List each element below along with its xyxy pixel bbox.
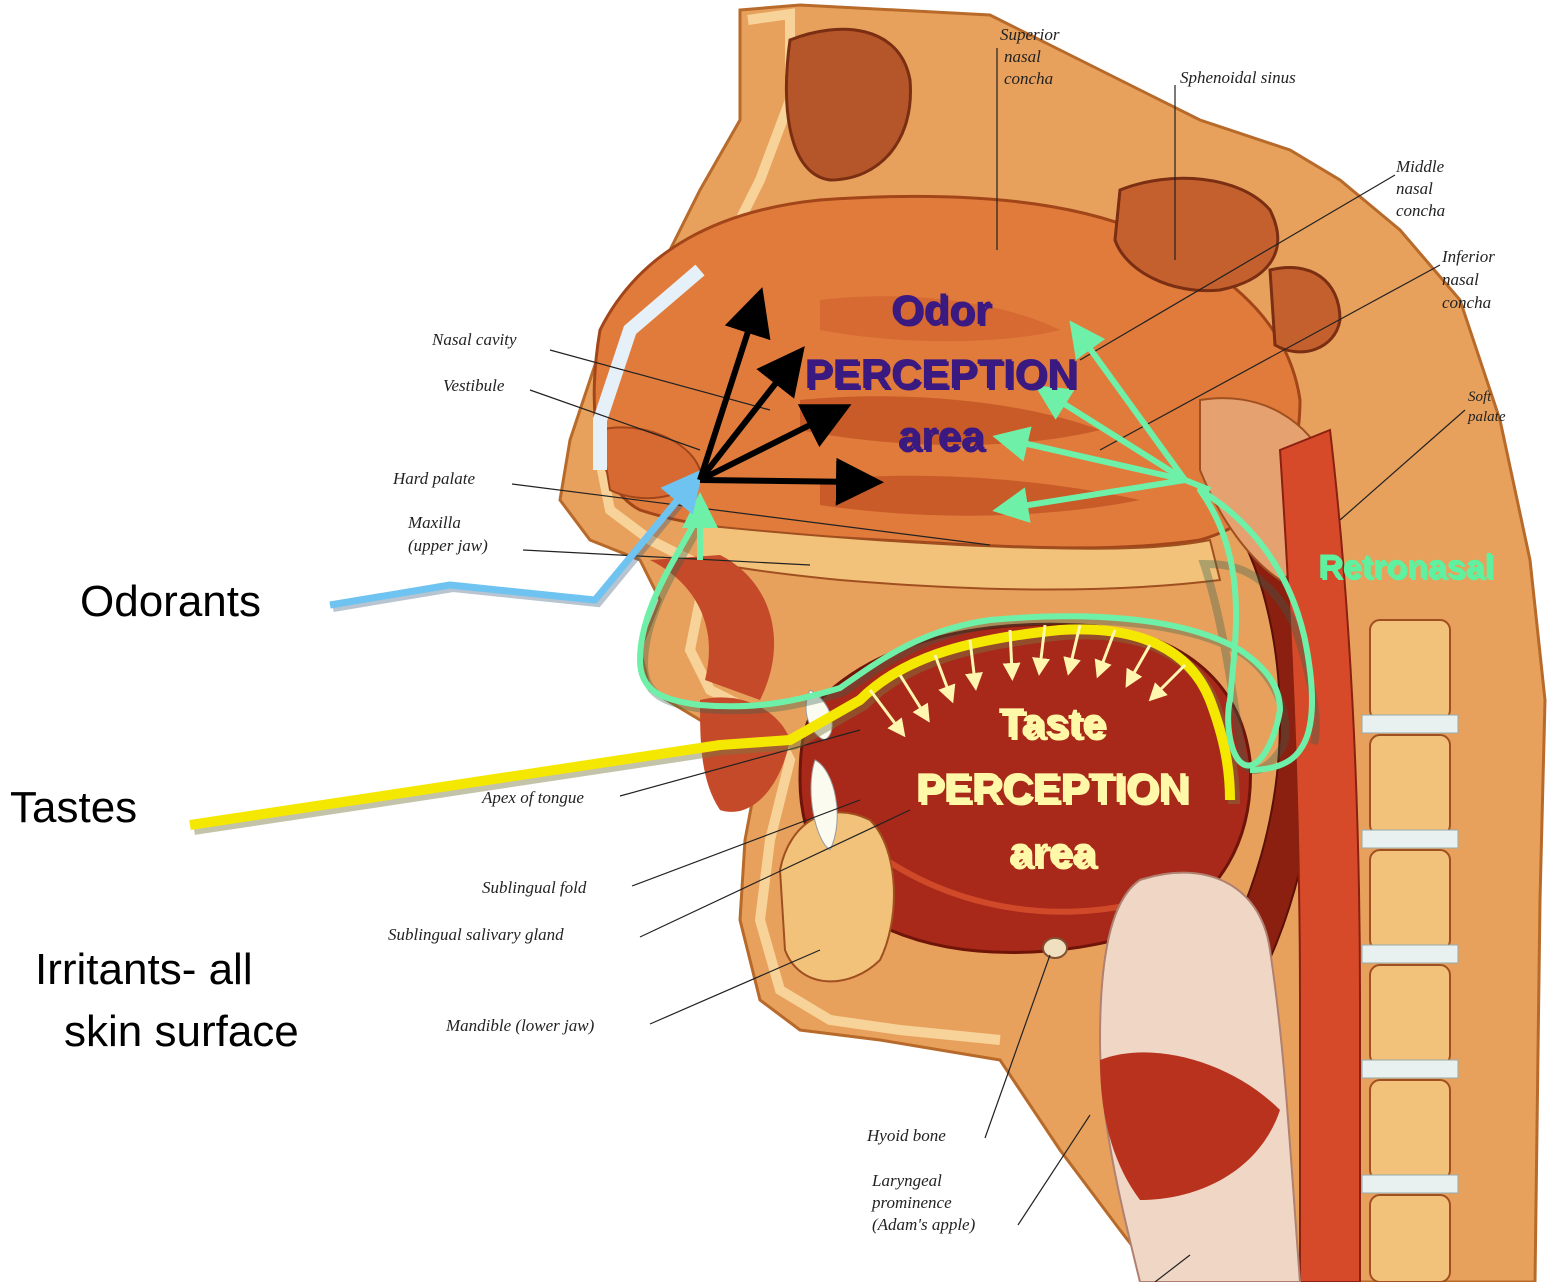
label-soft-palate-2: palate	[1467, 409, 1506, 425]
label-middle-nasal-concha-2: nasal	[1396, 179, 1433, 198]
label-nasal-cavity: Nasal cavity	[431, 330, 517, 349]
label-hard-palate: Hard palate	[392, 469, 475, 488]
label-inferior-nasal-concha-3: concha	[1442, 293, 1491, 312]
odorants-label: Odorants	[80, 576, 261, 628]
label-sublingual-fold: Sublingual fold	[482, 878, 587, 897]
label-soft-palate-1: Soft	[1468, 389, 1492, 405]
taste-line-3: area	[1009, 828, 1096, 875]
vertebrae	[1362, 620, 1458, 1282]
hyoid-bone	[1043, 938, 1067, 958]
taste-line-1: Taste	[999, 699, 1106, 746]
label-superior-nasal-concha-3: concha	[1004, 69, 1053, 88]
label-mandible: Mandible (lower jaw)	[445, 1016, 595, 1035]
label-sphenoidal-sinus: Sphenoidal sinus	[1180, 68, 1296, 87]
label-maxilla-2: (upper jaw)	[408, 536, 488, 555]
odor-line-1: Odor	[891, 286, 991, 333]
label-hyoid-bone: Hyoid bone	[866, 1126, 946, 1145]
label-middle-nasal-concha-1: Middle	[1395, 157, 1445, 176]
label-middle-nasal-concha-3: concha	[1396, 201, 1445, 220]
label-superior-nasal-concha-2: nasal	[1004, 47, 1041, 66]
taste-arrow	[1010, 630, 1012, 672]
label-laryngeal-prominence-3: (Adam's apple)	[872, 1215, 976, 1234]
tastes-label: Tastes	[10, 782, 137, 834]
irritants-label-line1: Irritants- all	[35, 944, 253, 996]
irritants-label-line2: skin surface	[64, 1006, 299, 1058]
odor-line-3: area	[898, 412, 985, 459]
retronasal-label: Retronasal	[1318, 548, 1494, 586]
orthonasal-arrow	[700, 480, 860, 482]
mandible	[780, 812, 894, 981]
label-apex-of-tongue: Apex of tongue	[481, 788, 584, 807]
label-laryngeal-prominence-2: prominence	[871, 1193, 952, 1212]
label-maxilla-1: Maxilla	[407, 513, 461, 532]
label-vestibule: Vestibule	[443, 376, 505, 395]
odor-line-2: PERCEPTION	[804, 350, 1077, 397]
label-inferior-nasal-concha-2: nasal	[1442, 270, 1479, 289]
label-laryngeal-prominence-1: Laryngeal	[871, 1171, 942, 1190]
label-sublingual-salivary-gland: Sublingual salivary gland	[388, 925, 564, 944]
taste-line-2: PERCEPTION	[915, 764, 1188, 811]
label-superior-nasal-concha-1: Superior	[1000, 25, 1060, 44]
label-inferior-nasal-concha-1: Inferior	[1441, 247, 1495, 266]
